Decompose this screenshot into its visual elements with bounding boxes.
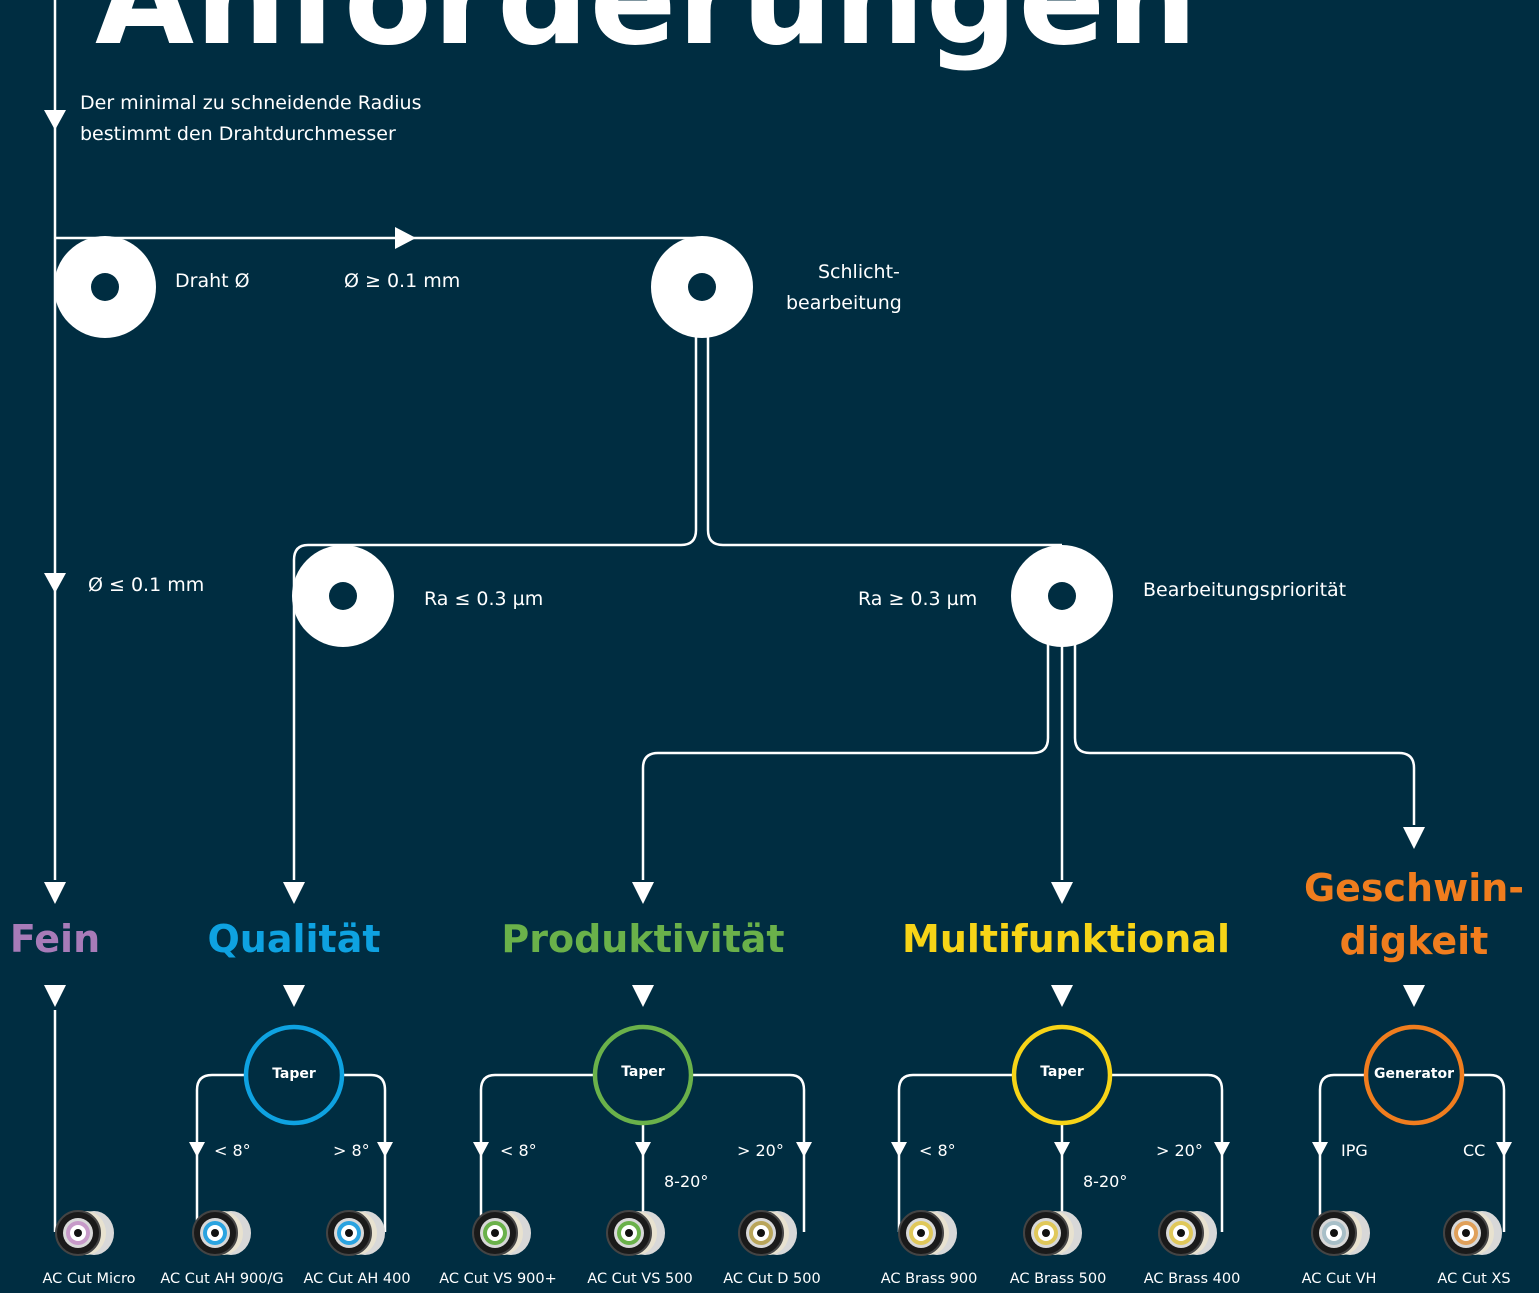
branch-m-right: > 20° (1156, 1141, 1203, 1160)
branch-p-left: < 8° (500, 1141, 537, 1160)
p-right-line (692, 1073, 806, 1232)
wire-spool-icon (1311, 1210, 1370, 1256)
label-wire-large: Ø ≥ 0.1 mm (344, 270, 461, 292)
arrow-down-icon (1051, 985, 1073, 1007)
product-label: AC Cut D 500 (723, 1271, 821, 1287)
branch-m-left: < 8° (919, 1141, 956, 1160)
arrow-down-icon (1214, 1142, 1230, 1157)
wire-spool-icon (55, 1210, 114, 1256)
wire-spool-icon (738, 1210, 797, 1256)
wire-spools (55, 1210, 1502, 1256)
label-finishing-1: Schlicht- (818, 261, 900, 283)
arrow-down-icon (283, 882, 305, 904)
product-label: AC Cut VS 900+ (439, 1271, 557, 1287)
arrow-down-icon (1054, 1142, 1070, 1157)
arrow-down-icon (189, 1142, 205, 1157)
g-left-line (1318, 1073, 1365, 1232)
arrowheads (44, 110, 1512, 1157)
product-label: AC Brass 400 (1143, 1271, 1241, 1287)
wire-spool-icon (606, 1210, 665, 1256)
branch-to-qualitaet (292, 330, 698, 880)
label-wire-diameter: Draht Ø (175, 270, 250, 292)
product-label: AC Cut AH 900/G (160, 1271, 284, 1287)
label-wire-small: Ø ≤ 0.1 mm (88, 574, 205, 596)
arrow-down-icon (891, 1142, 907, 1157)
wire-spool-icon (898, 1210, 957, 1256)
arrow-down-icon (377, 1142, 393, 1157)
wire-spool-icon (472, 1210, 531, 1256)
product-label: AC Cut XS (1437, 1271, 1511, 1287)
wire-spool-icon (1158, 1210, 1217, 1256)
branch-to-produktivitaet (641, 635, 1050, 880)
hub-multifunktional-ring (1011, 1024, 1113, 1126)
hub-label-multifunktional: Taper (1040, 1064, 1084, 1080)
hub-label-qualitaet: Taper (272, 1066, 316, 1082)
branch-q-left: < 8° (214, 1141, 251, 1160)
m-right-line (1111, 1073, 1224, 1232)
wire-spool-icon (1443, 1210, 1502, 1256)
branch-p-right: > 20° (737, 1141, 784, 1160)
branch-q-right: > 8° (333, 1141, 370, 1160)
category-geschwindigkeit-2: digkeit (1339, 919, 1489, 963)
branch-to-priority (706, 330, 1062, 547)
category-multifunktional: Multifunktional (902, 917, 1231, 961)
label-priority: Bearbeitungspriorität (1143, 579, 1347, 601)
product-label: AC Brass 500 (1009, 1271, 1107, 1287)
arrow-down-icon (44, 573, 66, 593)
g-right-line (1462, 1073, 1506, 1232)
page-title: Anforderungen (95, 0, 1198, 74)
arrow-down-icon (632, 882, 654, 904)
arrow-down-icon (44, 110, 66, 130)
arrow-down-icon (632, 985, 654, 1007)
hub-produktivitaet-ring (592, 1024, 694, 1126)
hub-qualitaet-ring (243, 1024, 345, 1126)
label-ra-large: Ra ≥ 0.3 µm (858, 588, 978, 610)
category-qualitaet: Qualität (207, 917, 381, 961)
q-left-line (195, 1073, 245, 1232)
m-left-line (897, 1073, 1013, 1232)
arrow-down-icon (1403, 827, 1425, 849)
arrow-down-icon (473, 1142, 489, 1157)
branch-g-left: IPG (1341, 1141, 1368, 1160)
branch-to-geschwindigkeit (1073, 635, 1416, 825)
connector-lines (53, 0, 1506, 1232)
label-finishing-2: bearbeitung (786, 292, 902, 314)
arrow-down-icon (283, 985, 305, 1007)
wire-spool-icon (1023, 1210, 1082, 1256)
arrow-down-icon (635, 1142, 651, 1157)
p-left-line (479, 1073, 594, 1232)
arrow-right-icon (395, 227, 416, 249)
hub-label-geschwindigkeit: Generator (1373, 1066, 1454, 1082)
arrow-down-icon (1312, 1142, 1328, 1157)
hub-geschwindigkeit-ring (1363, 1024, 1465, 1126)
intro-line-2: bestimmt den Drahtdurchmesser (80, 123, 396, 145)
product-label: AC Cut Micro (42, 1271, 136, 1287)
branch-m-mid: 8-20° (1083, 1172, 1128, 1191)
category-fein: Fein (9, 917, 101, 961)
wire-spool-icon (326, 1210, 385, 1256)
product-label: AC Brass 900 (880, 1271, 978, 1287)
arrow-down-icon (44, 985, 66, 1007)
product-label: AC Cut VH (1301, 1271, 1377, 1287)
branch-p-mid: 8-20° (664, 1172, 709, 1191)
arrow-down-icon (796, 1142, 812, 1157)
category-produktivitaet: Produktivität (501, 917, 785, 961)
arrow-down-icon (1496, 1142, 1512, 1157)
product-label: AC Cut VS 500 (587, 1271, 693, 1287)
intro-line-1: Der minimal zu schneidende Radius (80, 92, 422, 114)
decision-nodes (54, 236, 1113, 647)
arrow-down-icon (1051, 882, 1073, 904)
product-label: AC Cut AH 400 (303, 1271, 411, 1287)
label-ra-small: Ra ≤ 0.3 µm (424, 588, 544, 610)
hub-label-produktivitaet: Taper (621, 1064, 665, 1080)
category-geschwindigkeit-1: Geschwin- (1303, 866, 1525, 910)
arrow-down-icon (44, 882, 66, 904)
wire-spool-icon (192, 1210, 251, 1256)
q-right-line (342, 1073, 387, 1232)
arrow-down-icon (1403, 985, 1425, 1007)
hub-rings (243, 1024, 1465, 1126)
branch-g-right: CC (1463, 1141, 1486, 1160)
